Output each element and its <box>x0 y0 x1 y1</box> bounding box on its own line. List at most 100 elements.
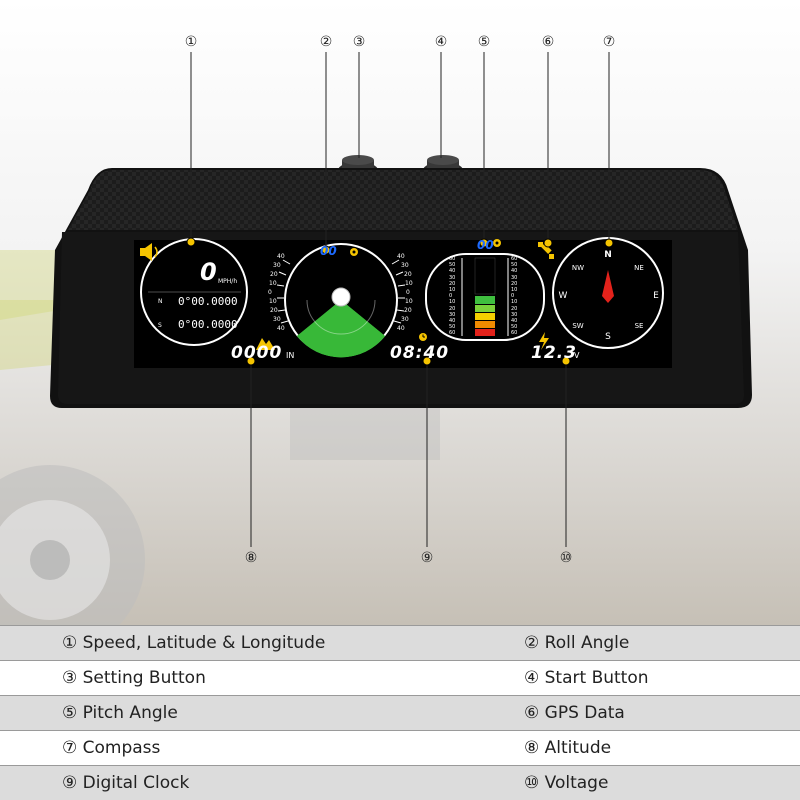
pitch-right-label-0: 60 <box>511 256 518 262</box>
roll-right-label-7: 30 <box>401 316 409 323</box>
speaker-icon <box>140 243 158 261</box>
pitch-left-label-0: 60 <box>449 256 456 262</box>
callout-8: ⑧ <box>244 550 258 566</box>
latitude-label: N <box>158 298 163 305</box>
pitch-right-label-11: 50 <box>511 324 518 331</box>
pitch-right-label-7: 10 <box>511 299 518 306</box>
pitch-angle-gauge <box>425 253 545 341</box>
roll-left-label-2: 20 <box>270 271 278 278</box>
compass-e: E <box>653 291 659 301</box>
lightning-icon <box>539 332 549 350</box>
legend-item-right: ⑥ GPS Data <box>400 695 800 731</box>
pitch-left-label-7: 10 <box>449 299 456 306</box>
compass-ne: NE <box>634 264 644 272</box>
pitch-left-label-10: 40 <box>449 318 456 324</box>
compass <box>552 237 664 349</box>
legend-item-right: ② Roll Angle <box>400 625 800 661</box>
callout-leaders <box>190 52 610 547</box>
longitude-label: S <box>158 322 162 329</box>
roll-left-label-0: 40 <box>277 253 285 260</box>
legend-item-left: ③ Setting Button <box>0 660 400 696</box>
pitch-right-label-9: 30 <box>511 311 518 318</box>
legend-item-left: ⑦ Compass <box>0 730 400 766</box>
roll-right-label-0: 40 <box>397 253 405 260</box>
pitch-left-label-1: 50 <box>449 262 456 269</box>
pitch-left-label-4: 20 <box>449 280 456 287</box>
callout-6: ⑥ <box>541 34 555 50</box>
roll-right-label-1: 30 <box>401 262 409 269</box>
pitch-left-label-11: 50 <box>449 324 456 331</box>
roll-right-label-5: 10 <box>405 298 413 305</box>
voltage-value: 12.3 <box>531 343 577 363</box>
legend-item-left: ⑨ Digital Clock <box>0 765 400 800</box>
pitch-left-label-6: 0 <box>449 293 453 300</box>
roll-angle-value: 00 <box>320 244 337 258</box>
longitude-value: 0°00.0000 <box>178 318 238 331</box>
pitch-right-label-2: 40 <box>511 268 518 275</box>
product-scene: ① ② ③ ④ ⑤ ⑥ ⑦ ⑧ ⑨ ⑩ 0 MPH/h N 0°00.0000 … <box>0 0 800 625</box>
compass-w: W <box>558 291 568 301</box>
pitch-right-label-1: 50 <box>511 262 518 269</box>
legend-item-right: ⑧ Altitude <box>400 730 800 766</box>
pitch-left-label-12: 60 <box>449 330 456 337</box>
pitch-right-label-10: 40 <box>511 318 518 324</box>
callout-2: ② <box>319 34 333 50</box>
callout-7: ⑦ <box>602 34 616 50</box>
callout-5: ⑤ <box>477 34 491 50</box>
pitch-left-label-5: 10 <box>449 287 456 293</box>
callout-9: ⑨ <box>420 550 434 566</box>
altitude-value: 0000 <box>231 343 283 363</box>
roll-right-label-6: 20 <box>404 307 412 314</box>
legend-item-left: ⑤ Pitch Angle <box>0 695 400 731</box>
altitude-unit: IN <box>286 351 295 360</box>
pitch-right-label-5: 10 <box>511 287 518 293</box>
roll-right-label-2: 20 <box>404 271 412 278</box>
roll-left-label-6: 20 <box>270 307 278 314</box>
scene-graphics <box>0 0 800 625</box>
compass-sw: SW <box>572 322 584 330</box>
roll-left-label-7: 30 <box>273 316 281 323</box>
satellite-icon <box>538 242 554 259</box>
pitch-right-label-8: 20 <box>511 305 518 312</box>
legend-item-right: ⑩ Voltage <box>400 765 800 800</box>
legend-item-left: ① Speed, Latitude & Longitude <box>0 625 400 661</box>
roll-right-label-8: 40 <box>397 325 405 332</box>
roll-left-label-8: 40 <box>277 325 285 332</box>
mountain-icon <box>256 338 275 350</box>
roll-left-label-4: 0 <box>268 289 272 296</box>
pitch-right-label-4: 20 <box>511 280 518 287</box>
compass-se: SE <box>634 322 644 330</box>
pitch-angle-value: 00 <box>477 238 494 252</box>
callout-10: ⑩ <box>559 550 573 566</box>
speed-value: 0 <box>200 258 218 286</box>
compass-s: S <box>605 332 611 342</box>
pitch-left-label-8: 20 <box>449 305 456 312</box>
gear-icon <box>350 239 501 256</box>
clock-display: 08:40 <box>390 343 450 363</box>
roll-left-label-5: 10 <box>269 298 277 305</box>
callout-3: ③ <box>352 34 366 50</box>
speed-unit: MPH/h <box>218 278 238 285</box>
pitch-left-label-2: 40 <box>449 268 456 275</box>
callout-4: ④ <box>434 34 448 50</box>
compass-n: N <box>604 250 612 260</box>
clock-icon <box>419 333 427 341</box>
callout-1: ① <box>184 34 198 50</box>
pitch-left-label-3: 30 <box>449 274 456 281</box>
voltage-unit: V <box>574 351 580 360</box>
roll-angle-gauge <box>276 243 406 358</box>
compass-needle <box>602 270 614 303</box>
pitch-right-label-6: 0 <box>511 293 515 300</box>
roll-left-label-1: 30 <box>273 262 281 269</box>
roll-left-label-3: 10 <box>269 280 277 287</box>
legend-item-right: ④ Start Button <box>400 660 800 696</box>
roll-right-label-3: 10 <box>405 280 413 287</box>
pitch-right-label-3: 30 <box>511 274 518 281</box>
latitude-value: 0°00.0000 <box>178 295 238 308</box>
